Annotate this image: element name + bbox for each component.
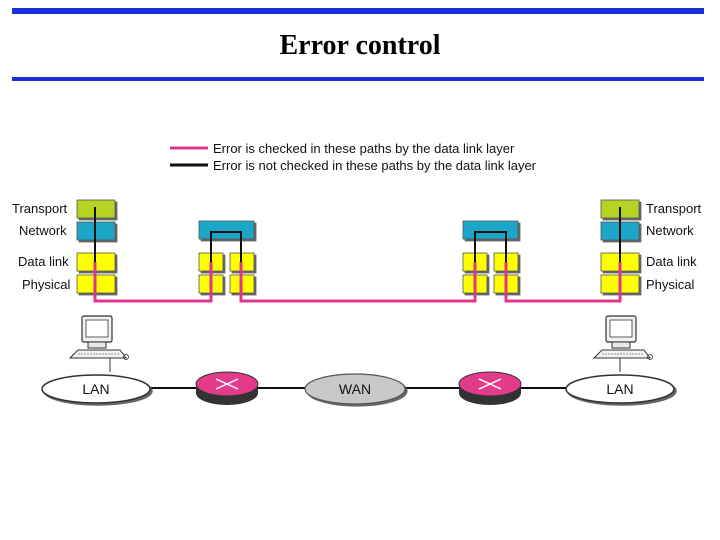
page-title: Error control [279,30,441,61]
right-computer-icon [592,315,653,372]
right-network-label: Network [646,223,694,238]
router2-network-layer [462,220,519,240]
router2-icon [458,371,522,405]
router1-icon [195,371,259,405]
checked-path-router2-host [504,262,622,303]
left-lan-cloud [41,374,151,404]
left-datalink-label: Data link [18,254,69,269]
legend: Error is checked in these paths by the d… [170,141,537,173]
right-datalink-label: Data link [646,254,697,269]
top-rule [12,8,704,14]
wan-label: WAN [339,381,371,397]
right-transport-label: Transport [646,201,702,216]
router2-unchecked-path [474,231,507,275]
legend-unchecked-label: Error is not checked in these paths by t… [213,158,537,173]
left-network-label: Network [19,223,67,238]
left-physical-label: Physical [22,277,71,292]
checked-path-host-router1 [93,262,213,303]
left-transport-label: Transport [12,201,68,216]
left-computer-icon [68,315,129,372]
checked-paths [93,262,622,303]
legend-checked-label: Error is checked in these paths by the d… [213,141,515,156]
unchecked-paths [94,207,621,275]
router1-network-layer [198,220,255,240]
left-lan-label: LAN [82,381,109,397]
right-lan-cloud [565,374,675,404]
router1-unchecked-path [210,231,242,275]
bottom-rule [12,77,704,81]
right-physical-label: Physical [646,277,695,292]
right-lan-label: LAN [606,381,633,397]
wan-cloud [304,373,406,405]
checked-path-router1-router2 [239,262,477,303]
